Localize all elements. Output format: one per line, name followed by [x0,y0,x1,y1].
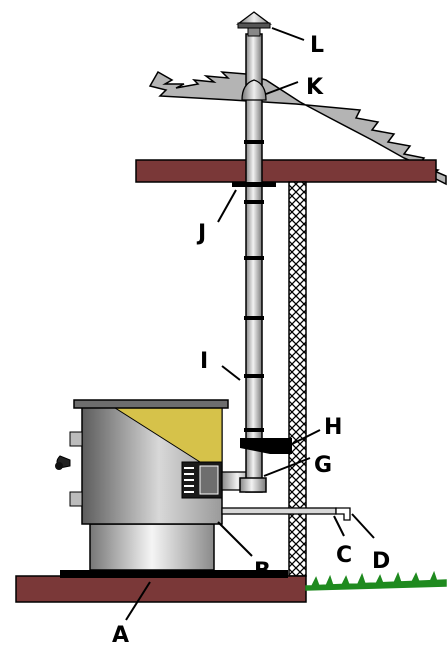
leader-line-b [217,521,253,557]
door-handle-knob [55,462,63,470]
stove-pedestal [89,523,215,571]
label-b: B [254,559,271,584]
pipe-joint [244,200,264,204]
wall [288,181,307,577]
roof [148,70,447,186]
pipe-joint [244,428,264,432]
label-h: H [324,415,342,440]
grass [305,570,447,591]
label-a: A [112,623,129,646]
leader-line-l [271,27,305,41]
door-hinge-bottom [69,491,83,507]
intake-elbow [335,507,351,521]
leader-line-j [217,189,237,223]
cap-brim [237,22,271,29]
leader-line-h [291,429,321,445]
label-i: I [200,349,208,374]
door-hinge-top [69,431,83,447]
cap-stem [247,27,261,37]
blower-motor [199,465,219,495]
ceiling-slab [135,159,437,183]
tee-cleanout [239,477,267,493]
label-l: L [310,33,324,58]
leader-line-d [351,513,375,539]
leader-line-g [263,457,311,477]
label-k: K [306,75,324,100]
label-g: G [314,453,332,478]
leader-line-a [125,581,151,621]
label-c: C [336,543,352,568]
pipe-joint [244,140,264,144]
label-d: D [372,549,390,574]
vent-pipe [245,33,263,493]
floor-protector [60,570,288,578]
leader-line-i [221,365,241,381]
wall-bracket [240,438,292,454]
air-intake-pipe [221,507,337,515]
label-j: J [196,221,206,246]
storm-collar [241,79,267,101]
leader-line-c [333,515,345,537]
stove-top [73,399,229,409]
pipe-joint [244,374,264,378]
ceiling-firestop [232,182,276,187]
pipe-joint [244,316,264,320]
pipe-joint [244,256,264,260]
leader-line-k [265,81,299,95]
termination-cap [236,11,272,25]
